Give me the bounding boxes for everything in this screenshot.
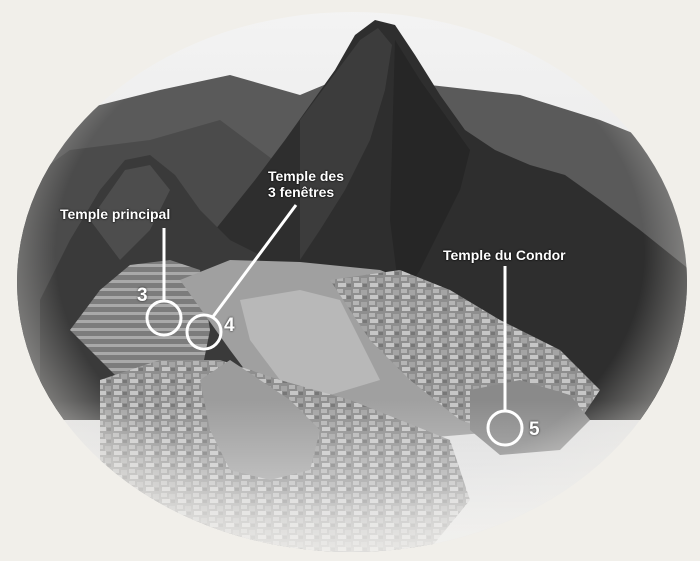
marker-circle-5 [486,409,524,447]
label-temple-du-condor: Temple du Condor [443,247,566,263]
marker-number-5: 5 [529,419,540,440]
marker-number-3: 3 [137,285,148,306]
marker-circle-4 [185,313,223,351]
label-temple-principal: Temple principal [60,206,171,222]
marker-circle-3 [145,299,183,337]
marker-number-4: 4 [224,315,235,336]
pointer-line-fenetres [210,204,298,319]
label-temple-3-fenetres-line1: Temple des [268,168,344,184]
label-temple-3-fenetres: Temple des 3 fenêtres [268,168,344,200]
label-temple-3-fenetres-line2: 3 fenêtres [268,184,335,200]
